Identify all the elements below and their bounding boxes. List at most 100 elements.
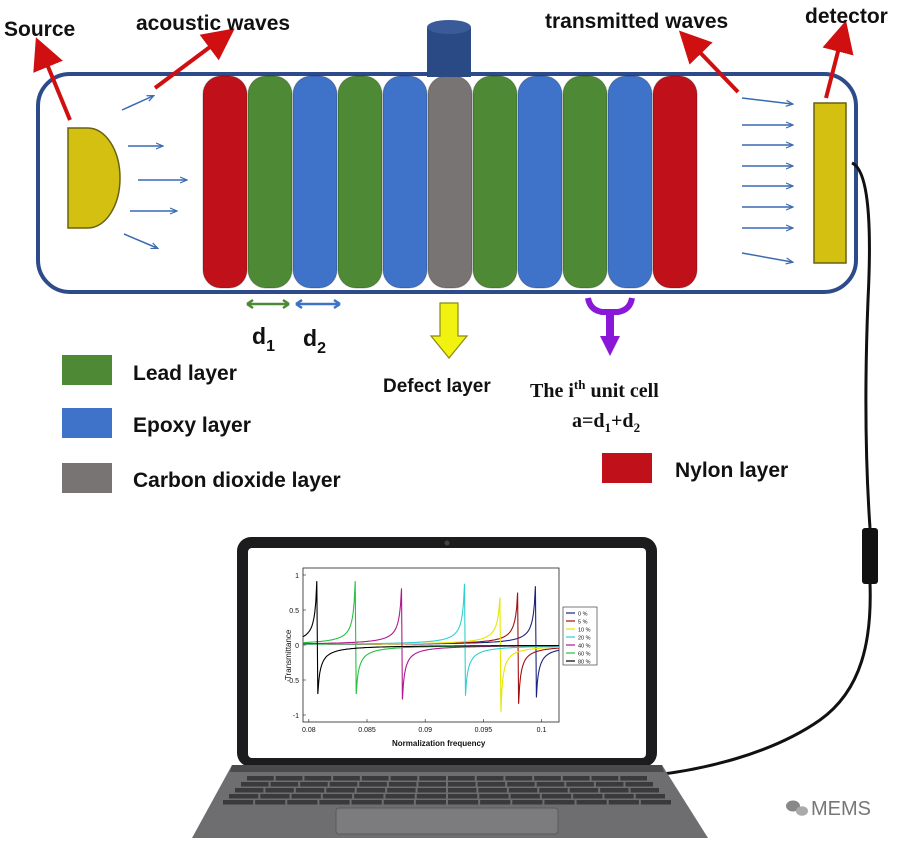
layer-nylon-1	[202, 75, 248, 289]
chart-y-ticks: 10.50-0.5-1	[287, 573, 306, 720]
keyboard-key	[640, 800, 671, 805]
watermark-text: MEMS	[811, 798, 871, 820]
source-emitter	[67, 127, 121, 229]
layer-epoxy-10	[607, 75, 653, 289]
legend-swatch-lead	[62, 355, 112, 385]
layer-nylon-11	[652, 75, 698, 289]
chart-x-ticks: 0.08 0.085 0.09 0.095 0.1	[302, 719, 547, 734]
wechat-icon	[786, 800, 808, 816]
transmitted-waves-label: transmitted waves	[545, 10, 728, 33]
chart-legend-label: 60 %	[578, 652, 591, 658]
chart-xtick-label: 0.08	[302, 727, 316, 734]
chart-ytick-label: -0.5	[287, 678, 299, 685]
keyboard-key	[512, 800, 543, 805]
keyboard-key	[265, 788, 294, 793]
keyboard-key	[235, 788, 264, 793]
keyboard-key	[260, 794, 290, 799]
layer-epoxy-8	[517, 75, 563, 289]
keyboard-key	[390, 776, 418, 781]
source-arrow	[33, 37, 72, 121]
chart-xlabel: Normalization frequency	[392, 739, 486, 748]
chart-legend-label: 5 %	[578, 620, 588, 626]
d2-span-arrow	[295, 298, 341, 310]
legend-label-epoxy: Epoxy layer	[133, 414, 251, 437]
unit-cell-formula: a=d1+d2	[572, 410, 640, 435]
keyboard-key	[419, 776, 446, 781]
layer-lead-7	[472, 75, 518, 289]
transmitted-waves-arrow	[678, 30, 740, 94]
unit-cell-bracket	[585, 297, 635, 356]
keyboard-key	[476, 776, 504, 781]
chart-xtick-label: 0.1	[537, 727, 547, 734]
legend-swatch-nylon	[602, 453, 652, 483]
layer-lead-2	[247, 75, 293, 289]
keyboard-key	[478, 788, 507, 793]
legend-swatch-carbon-dioxide	[62, 463, 112, 493]
laptop-camera	[444, 540, 450, 546]
layer-carbon-dioxide-6	[427, 75, 473, 289]
keyboard-key	[418, 782, 446, 787]
acoustic-waves-arrow	[153, 28, 235, 90]
layer-stack	[202, 75, 698, 289]
keyboard-key	[566, 782, 594, 787]
chart-ytick-label: 0.5	[289, 608, 299, 615]
d1-label: d1	[252, 323, 275, 355]
layer-epoxy-3	[292, 75, 338, 289]
keyboard-key	[383, 800, 414, 805]
incident-wave-arrows	[121, 96, 186, 248]
chart-xtick-label: 0.085	[358, 727, 376, 734]
chart-legend-label: 80 %	[578, 660, 591, 666]
keyboard-key	[417, 788, 446, 793]
chart-series-line-4	[303, 583, 559, 696]
keyboard-key	[541, 794, 572, 799]
keyboard-key	[604, 794, 634, 799]
keyboard-key	[508, 788, 538, 793]
keyboard-key	[361, 776, 389, 781]
chart-legend: 0 %5 %10 %20 %40 %60 %80 %	[562, 606, 598, 666]
keyboard-key	[247, 776, 274, 781]
keyboard-key	[229, 794, 259, 799]
chart-ylabel: Transmittance	[284, 629, 293, 680]
keyboard-key	[635, 794, 665, 799]
laptop-trackpad	[335, 807, 559, 835]
chart-xtick-label: 0.095	[475, 727, 493, 734]
layer-epoxy-5	[382, 75, 428, 289]
keyboard-key	[573, 794, 603, 799]
defect-layer-arrow	[429, 302, 469, 359]
chart-ytick-label: 0	[295, 643, 299, 650]
keyboard-key	[625, 782, 653, 787]
keyboard-key	[415, 800, 446, 805]
chart-ytick-label: 1	[295, 573, 299, 580]
keyboard-key	[569, 788, 599, 793]
keyboard-key	[536, 782, 565, 787]
keyboard-key	[351, 800, 382, 805]
cable-connector	[862, 528, 878, 584]
keyboard-key	[448, 776, 475, 781]
keyboard-key	[223, 800, 254, 805]
keyboard-key	[304, 776, 332, 781]
chart-series-line-7	[302, 581, 559, 695]
keyboard-key	[270, 782, 299, 787]
keyboard-key	[576, 800, 607, 805]
keyboard-key	[448, 782, 476, 787]
keyboard-key	[354, 794, 384, 799]
keyboard-key	[562, 776, 590, 781]
keyboard-key	[595, 782, 624, 787]
keyboard-key	[333, 776, 360, 781]
source-label: Source	[4, 18, 75, 41]
chart-curves	[302, 581, 560, 712]
keyboard-key	[275, 776, 303, 781]
keyboard-key	[291, 794, 321, 799]
d2-label: d2	[303, 325, 326, 357]
keyboard-key	[544, 800, 575, 805]
keyboard-key	[295, 788, 325, 793]
keyboard-key	[505, 776, 533, 781]
keyboard-key	[510, 794, 540, 799]
chart-legend-label: 0 %	[578, 612, 588, 618]
d1-span-arrow	[246, 298, 290, 310]
legend-swatch-epoxy	[62, 408, 112, 438]
keyboard-key	[319, 800, 350, 805]
chart-xtick-label: 0.09	[418, 727, 432, 734]
